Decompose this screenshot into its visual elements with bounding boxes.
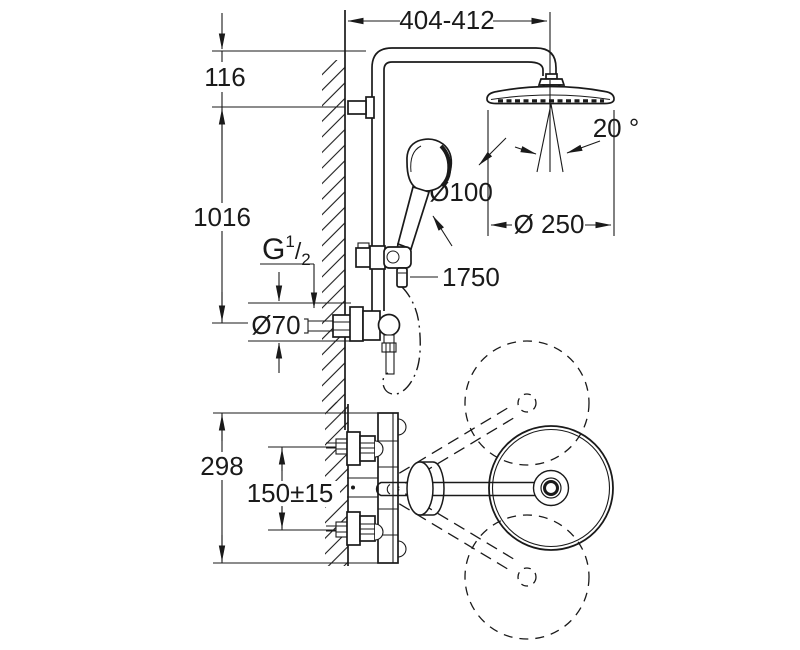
dim-arrow: [514, 146, 537, 155]
arm-outer-contour: [371, 47, 557, 311]
valve-knob: [377, 313, 401, 337]
arm-hub-outer: [532, 469, 570, 507]
ball-joint-flange: [537, 78, 566, 86]
hand-shower-handle: [396, 185, 431, 251]
swivel-position-upper: [464, 340, 590, 466]
dim-thread-label: G1/2: [262, 232, 311, 269]
escutcheon-diameter-annotation: Ø70: [248, 272, 351, 373]
dim-head-shower-diameter-label: Ø 250: [514, 209, 585, 239]
shower-arm-plan: [375, 481, 546, 497]
thread-size-annotation: G1/2: [260, 232, 318, 309]
hand-shower-plan-face: [406, 461, 434, 516]
holder-receiver: [383, 246, 412, 269]
shower-hose: [382, 286, 421, 395]
thermostat-plan: [326, 412, 407, 564]
thermostat-valve-front: [301, 306, 401, 375]
dim-hose-length-label: 1750: [442, 262, 500, 292]
hand-shower-plan-side: [420, 461, 445, 516]
spray-line-right: [550, 103, 564, 173]
disc-contour: [490, 94, 611, 100]
front-dimensions: 404-412 116 1016 20 ° Ø100 Ø 250: [193, 5, 640, 324]
dim-arrow: [478, 137, 507, 166]
wall-bracket-arm: [347, 100, 367, 115]
dim-riser-height-label: 1016: [193, 202, 251, 232]
inlet-connection-lower: [326, 511, 384, 546]
head-shower-plan: [375, 425, 614, 551]
front-view: 404-412 116 1016 20 ° Ø100 Ø 250: [193, 5, 639, 430]
wall-bracket-plate: [365, 96, 375, 119]
dim-inlet-spacing-label: 150±15: [247, 478, 334, 508]
wall-front: [322, 10, 346, 430]
head-shower-front: [486, 73, 615, 173]
union-nut: [332, 314, 352, 338]
hose-outlet-tube: [385, 351, 395, 375]
dim-spray-angle-label: 20 °: [593, 113, 640, 143]
head-disc-outer: [488, 425, 614, 551]
slider-holder: [355, 242, 412, 288]
wall-hatching: [322, 60, 345, 410]
plan-dimensions: 298 150±15: [198, 412, 398, 564]
hose-length-annotation: 1750: [410, 262, 500, 292]
dim-escutcheon-diameter-label: Ø70: [251, 310, 300, 340]
hand-shower-face-rim: [410, 145, 422, 173]
dim-arrow: [432, 215, 453, 247]
dim-plate-height-label: 298: [200, 451, 243, 481]
head-disc-inner: [491, 428, 611, 548]
escutcheon: [349, 306, 364, 342]
arm-hub-ball: [543, 480, 559, 496]
hand-shower-face-band: [439, 144, 452, 188]
hose-connector: [396, 267, 408, 288]
holder-body: [369, 245, 386, 270]
plan-view: 298 150±15: [198, 340, 614, 640]
arm-hub-mid: [540, 477, 562, 499]
dim-head-offset-label: 116: [204, 62, 245, 92]
swivel-range-dashed: [382, 340, 590, 640]
valve-body: [362, 310, 381, 341]
spray-line-left: [536, 103, 552, 173]
mounting-body: [377, 412, 399, 564]
dim-arm-reach-label: 404-412: [399, 5, 494, 35]
swivel-position-lower: [464, 514, 590, 640]
arm-inner-contour: [383, 61, 544, 311]
shower-arm-and-riser: [347, 47, 557, 311]
inlet-connection-upper: [326, 431, 384, 466]
outlet-channel: [347, 477, 378, 498]
dim-arrow: [566, 140, 601, 154]
center-mark: [351, 485, 355, 490]
